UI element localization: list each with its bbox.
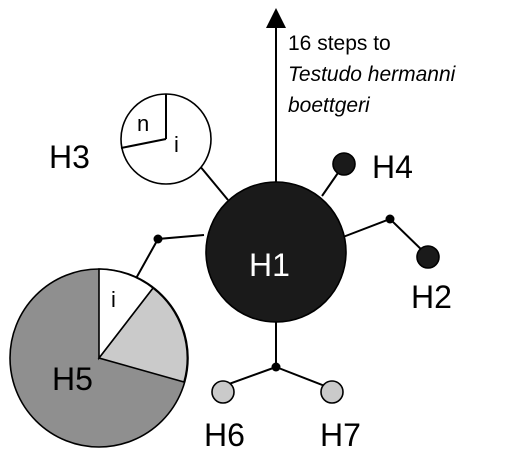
edge-h1-h5 bbox=[133, 234, 205, 283]
label-h5: H5 bbox=[52, 361, 93, 397]
label-h4: H4 bbox=[372, 149, 413, 185]
median-node-2 bbox=[385, 214, 395, 224]
label-h7: H7 bbox=[320, 417, 361, 453]
h3-slice-n: n bbox=[137, 111, 149, 136]
h5-slice-white bbox=[98, 268, 155, 361]
label-h6: H6 bbox=[204, 417, 245, 453]
edge-node-h7 bbox=[275, 366, 331, 389]
label-h3: H3 bbox=[49, 139, 90, 175]
outgroup-note-line3: boettgeri bbox=[288, 94, 371, 117]
edge-h1-h2 bbox=[342, 217, 428, 256]
h5-slice-light-grey bbox=[97, 286, 189, 383]
label-h2: H2 bbox=[411, 279, 452, 315]
haplotype-h1-node bbox=[205, 181, 347, 323]
h5-slice-i: i bbox=[111, 287, 116, 312]
label-h1: H1 bbox=[249, 247, 290, 283]
haplotype-h3-pie: n i bbox=[120, 93, 212, 185]
haplotype-h4-node bbox=[332, 152, 356, 176]
edge-h1-h3 bbox=[198, 164, 229, 201]
haplotype-h7-node bbox=[320, 380, 344, 404]
h3-slice-i: i bbox=[174, 132, 179, 157]
outgroup-note-line1: 16 steps to bbox=[288, 32, 391, 55]
outgroup-note-line2: Testudo hermanni bbox=[288, 63, 457, 86]
haplotype-h2-node bbox=[416, 245, 440, 269]
edge-h1-h6-h7 bbox=[214, 322, 277, 390]
edge-h1-h4 bbox=[321, 169, 341, 197]
median-node-3 bbox=[271, 362, 281, 372]
haplotype-h5-pie: i bbox=[9, 268, 189, 448]
haplotype-h6-node bbox=[211, 380, 235, 404]
median-node-1 bbox=[153, 234, 163, 244]
